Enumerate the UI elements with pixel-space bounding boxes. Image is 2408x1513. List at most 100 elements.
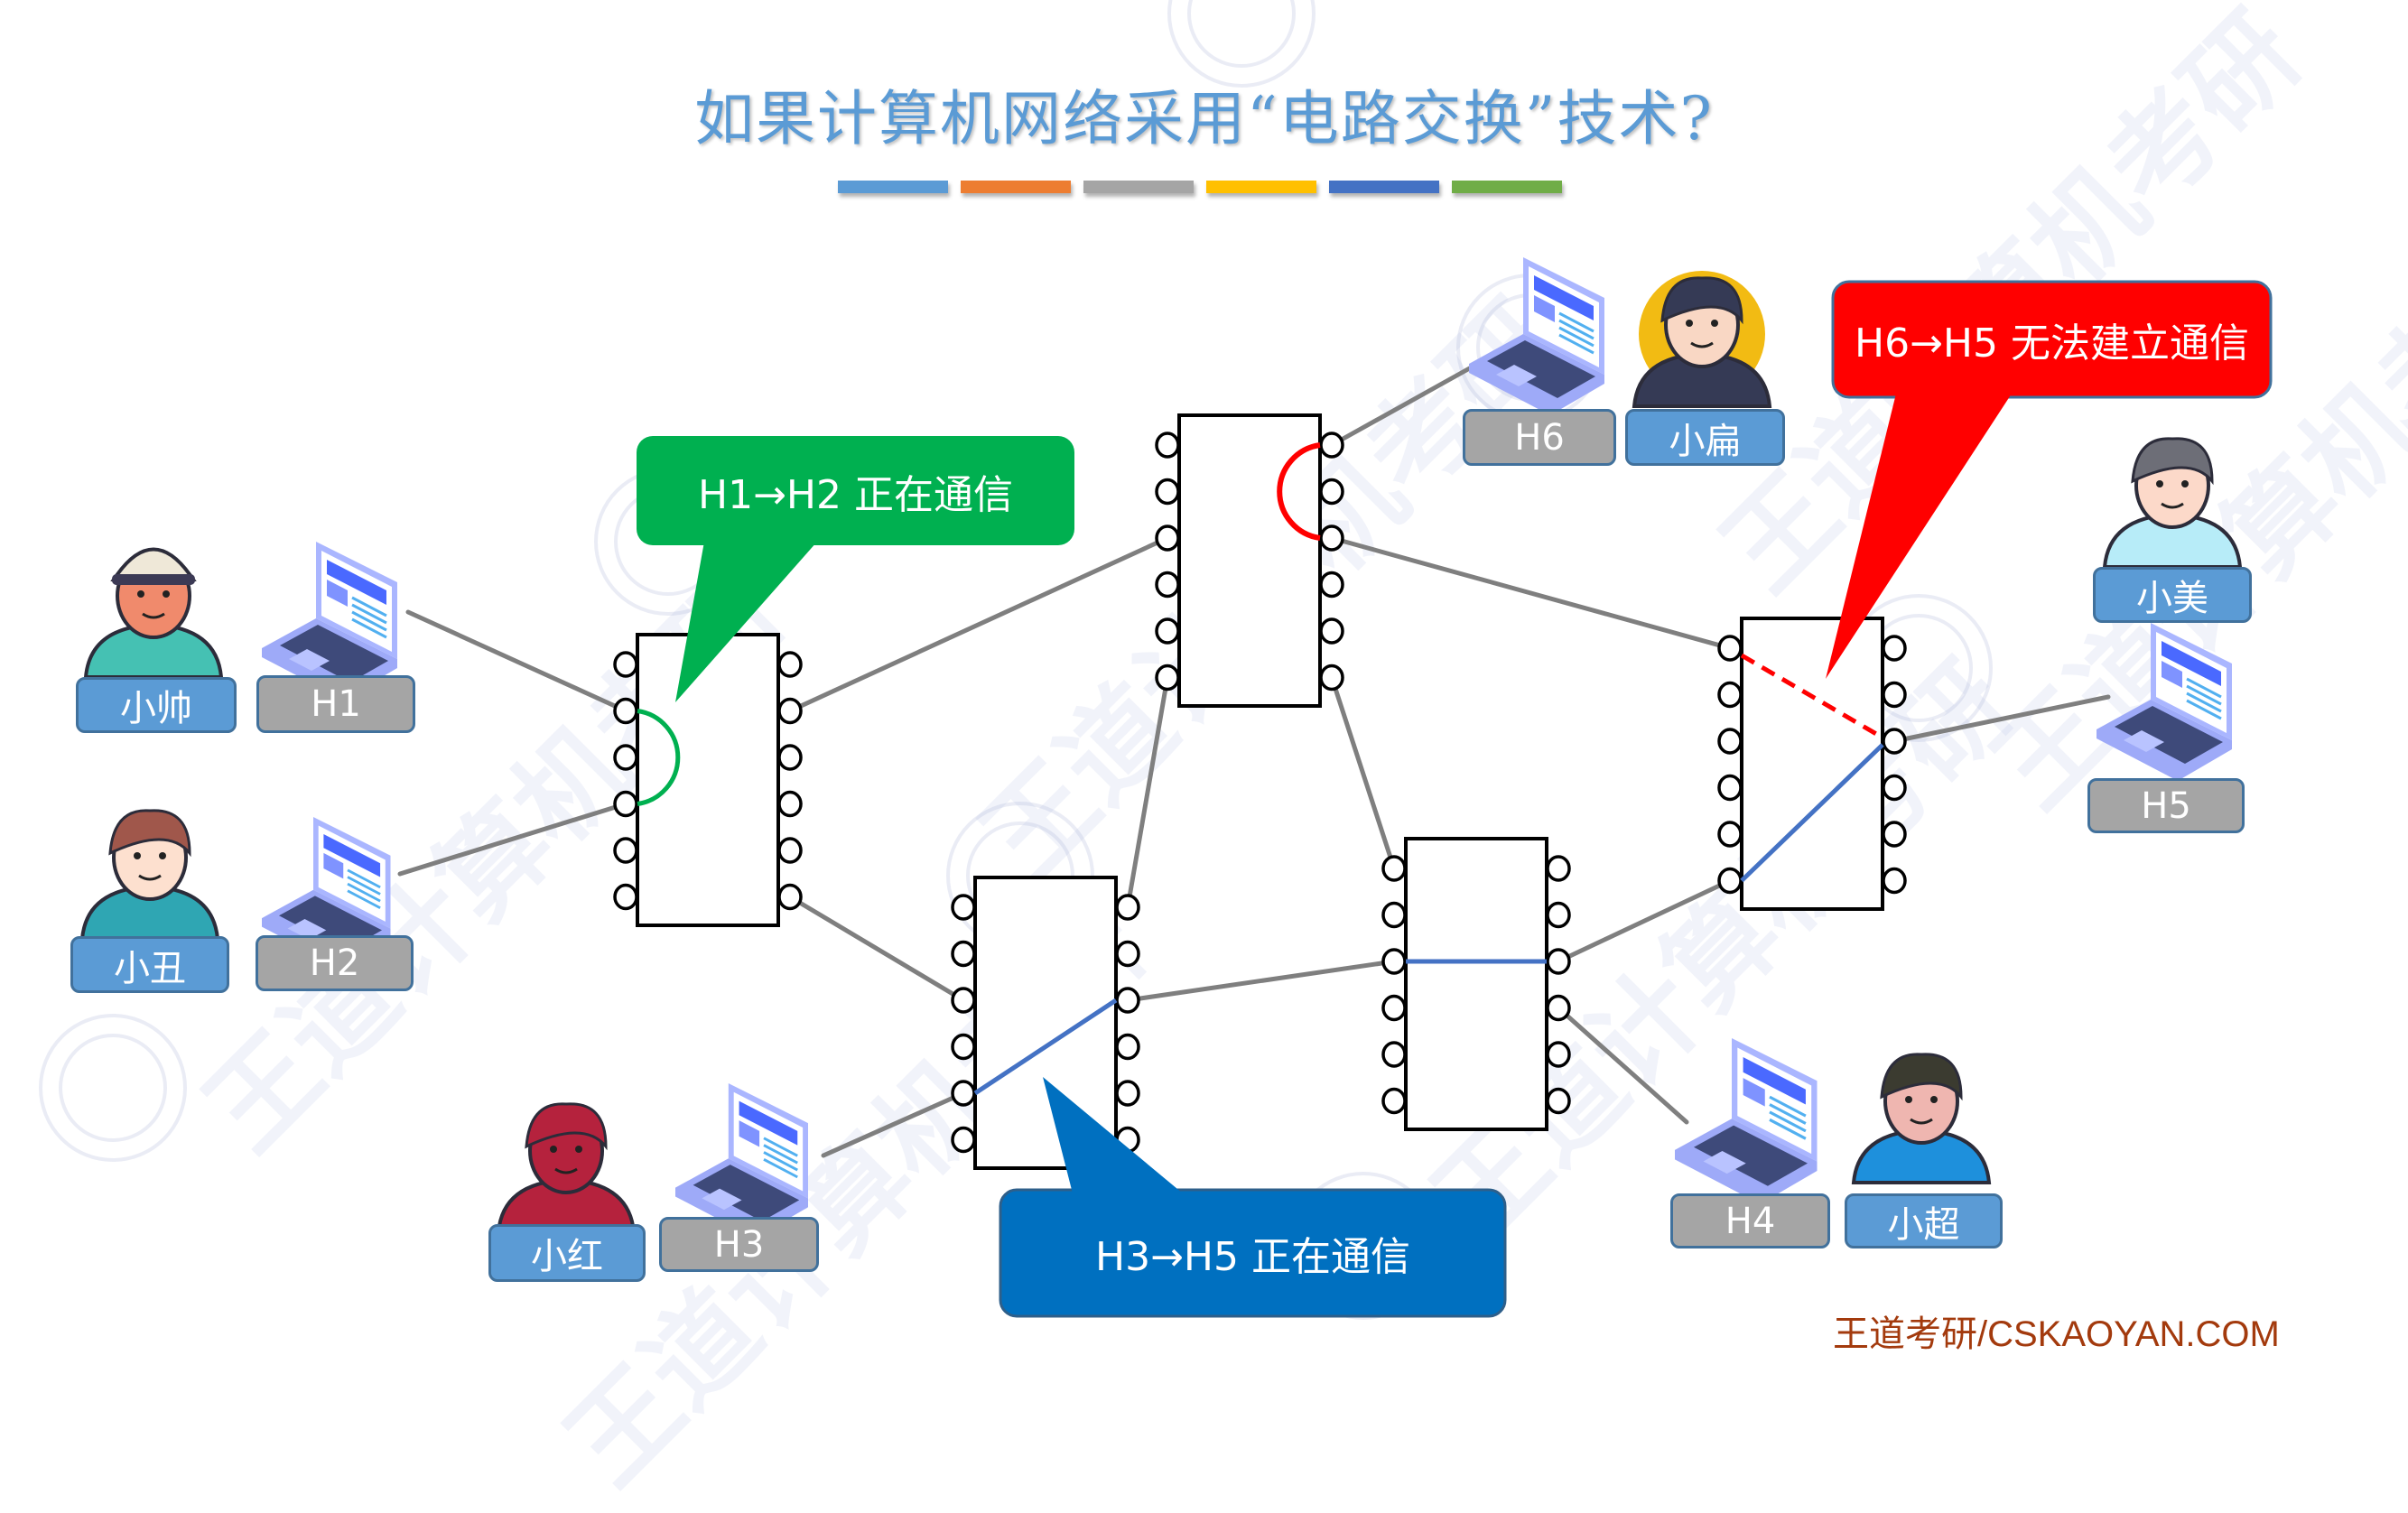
switch-s5 bbox=[1717, 617, 1907, 911]
laptop-keyboard bbox=[2115, 706, 2223, 764]
switch-port bbox=[1717, 728, 1743, 755]
link-line bbox=[405, 609, 628, 713]
laptop-screen-line bbox=[763, 1151, 798, 1172]
laptop-screen-line bbox=[347, 882, 381, 903]
laptop-screen-line bbox=[2186, 699, 2222, 720]
laptop-trackpad bbox=[1703, 1150, 1746, 1174]
avatar-eye bbox=[1711, 320, 1718, 327]
switch-body bbox=[1177, 413, 1322, 708]
laptop-h4-icon bbox=[1675, 1038, 1818, 1204]
title-stripe bbox=[1083, 181, 1194, 193]
switch-port bbox=[951, 894, 976, 921]
avatar-xiaochou-icon bbox=[79, 809, 220, 941]
person-tag-xiaochao: 小超 bbox=[1845, 1193, 2003, 1248]
switch-port bbox=[951, 987, 976, 1014]
host-tag-h4: H4 bbox=[1670, 1193, 1830, 1248]
link-line bbox=[1125, 959, 1397, 1003]
callout-h3-h5-text: H3→H5 正在通信 bbox=[1094, 1234, 1410, 1280]
switch-port bbox=[1882, 728, 1907, 755]
switch-port bbox=[613, 883, 638, 911]
avatar-mouth bbox=[1690, 341, 1714, 348]
avatar-eye bbox=[2181, 480, 2189, 487]
switch-port bbox=[777, 837, 803, 864]
switch-port bbox=[1155, 571, 1180, 599]
link-line bbox=[821, 1091, 966, 1158]
switch-s2 bbox=[1155, 413, 1344, 708]
switch-port bbox=[613, 697, 638, 725]
links bbox=[397, 363, 2111, 1158]
link-line bbox=[787, 535, 1170, 713]
laptop-screen-line bbox=[1558, 319, 1594, 340]
laptop-screen-line bbox=[347, 868, 381, 889]
switch-body bbox=[1404, 837, 1548, 1131]
switch-port bbox=[777, 744, 803, 771]
laptop-keyboard bbox=[1694, 1125, 1808, 1186]
person-tag-xiaoshuai: 小帅 bbox=[76, 677, 237, 733]
laptop-h1-icon bbox=[262, 542, 397, 700]
title-stripe bbox=[1206, 181, 1316, 193]
avatar-xiaobian-icon bbox=[1632, 271, 1772, 408]
laptop-h3-icon bbox=[675, 1083, 808, 1239]
link-line bbox=[1556, 1006, 1689, 1125]
laptop-screen-line bbox=[351, 603, 387, 625]
switch-s3 bbox=[951, 876, 1140, 1170]
laptop-keyboard bbox=[693, 1165, 800, 1221]
title-stripe bbox=[961, 181, 1071, 193]
title-stripe bbox=[1329, 181, 1439, 193]
switch-port bbox=[1319, 664, 1344, 692]
circuit-h1-h2 bbox=[637, 709, 681, 806]
circuit-h3-h5 bbox=[973, 998, 1118, 1096]
callout-h1-h2-box bbox=[637, 436, 1074, 545]
callout-h1-h2-tail bbox=[675, 542, 817, 702]
switch-port bbox=[1381, 901, 1407, 929]
host-tag-h3: H3 bbox=[659, 1217, 819, 1272]
switch-port bbox=[951, 1033, 976, 1061]
circuit-h6-segment bbox=[1277, 442, 1321, 541]
callout-h3-h5-box bbox=[999, 1188, 1507, 1318]
avatar-hair bbox=[1660, 276, 1743, 325]
laptop-screen-banner bbox=[739, 1100, 798, 1146]
laptop-trackpad bbox=[287, 919, 327, 940]
switch-port bbox=[1115, 894, 1140, 921]
laptop-screen-line bbox=[763, 1137, 798, 1157]
laptop-screen-panel bbox=[327, 580, 348, 607]
laptop-screen-line bbox=[1769, 1110, 1807, 1133]
avatar-hair bbox=[525, 1102, 608, 1151]
laptop-screen-banner bbox=[327, 560, 386, 605]
laptop-screen-line bbox=[763, 1144, 798, 1165]
switch-port bbox=[613, 837, 638, 864]
switch-port bbox=[1882, 681, 1907, 709]
avatar-mouth bbox=[142, 612, 165, 619]
link-line bbox=[1329, 363, 1477, 448]
switch-port bbox=[1381, 1087, 1407, 1115]
avatar-eye bbox=[1930, 1096, 1938, 1103]
switch-body bbox=[636, 633, 780, 927]
slide: 王道计算机考研 王道计算机考研 王道计算机考研 王道计算机考研 王道计算机考研 … bbox=[39, 0, 2408, 1508]
avatar-hair bbox=[1880, 1053, 1963, 1101]
laptop-screen-banner bbox=[1534, 275, 1594, 320]
switch-port bbox=[1717, 774, 1743, 802]
callout-h6-h5-box bbox=[1831, 280, 2273, 399]
callouts bbox=[637, 280, 2273, 1318]
laptop-screen-panel bbox=[1743, 1078, 1765, 1107]
avatar-mouth bbox=[1910, 1118, 1933, 1125]
avatar-cap-brim bbox=[112, 574, 195, 585]
circuit-h6-h5-blocked bbox=[1740, 653, 1884, 740]
switch-port bbox=[1155, 524, 1180, 552]
laptop-h6-icon bbox=[1469, 257, 1604, 415]
switch-port bbox=[1546, 994, 1571, 1022]
switch-port bbox=[777, 651, 803, 678]
laptop-screen-line bbox=[1769, 1118, 1807, 1140]
avatar-eye bbox=[1905, 1096, 1912, 1103]
laptop-keyboard bbox=[280, 625, 388, 682]
switch-port bbox=[1546, 901, 1571, 929]
laptop-screen-banner bbox=[1743, 1057, 1806, 1105]
switch-s1 bbox=[613, 633, 803, 927]
link-line bbox=[397, 802, 628, 877]
switch-port bbox=[1319, 478, 1344, 506]
avatar-hair bbox=[108, 809, 191, 858]
callout-h1-h2 bbox=[637, 436, 1074, 702]
avatar-eye bbox=[134, 852, 141, 859]
laptop-screen-line bbox=[1558, 326, 1594, 348]
laptop-screen-panel bbox=[1534, 295, 1555, 322]
